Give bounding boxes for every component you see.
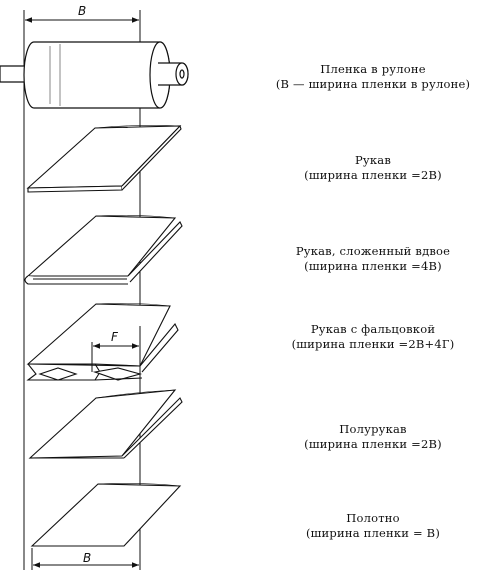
caption-flat-film: Полотно (ширина пленки = В) (262, 511, 484, 541)
sleeve-shape (26, 124, 182, 193)
caption-subtitle: (ширина пленки =4В) (304, 259, 442, 273)
caption-subtitle: (ширина пленки =2В) (304, 437, 442, 451)
caption-gusseted-sleeve: Рукав с фальцовкой (ширина пленки =2В+4Г… (262, 322, 484, 352)
caption-subtitle: (ширина пленки =2В) (304, 168, 442, 182)
caption-subtitle: (ширина пленки =2В+4Г) (291, 337, 455, 351)
caption-subtitle: (В — ширина пленки в рулоне) (275, 77, 471, 91)
film-roll (0, 41, 189, 109)
caption-title: Рукав (354, 153, 392, 167)
caption-title: Пленка в рулоне (320, 62, 426, 76)
bottom-width-label: B (83, 551, 91, 565)
caption-half-sleeve: Полурукав (ширина пленки =2В) (262, 422, 484, 452)
caption-subtitle: (ширина пленки = В) (305, 526, 441, 540)
caption-roll: Пленка в рулоне (В — ширина пленки в рул… (262, 62, 484, 92)
flat-film-shape (30, 483, 182, 547)
half-sleeve-shape (28, 389, 183, 459)
caption-title: Полурукав (339, 422, 407, 436)
fold-width-label: F (111, 330, 119, 344)
caption-title: Рукав с фальцовкой (310, 322, 436, 336)
caption-title: Полотно (346, 511, 400, 525)
caption-folded-sleeve: Рукав, сложенный вдвое (ширина пленки =4… (262, 244, 484, 274)
top-width-label: B (78, 4, 86, 18)
folded-sleeve-shape (24, 215, 183, 285)
caption-sleeve: Рукав (ширина пленки =2В) (262, 153, 484, 183)
gusseted-sleeve-shape (26, 303, 179, 381)
caption-title: Рукав, сложенный вдвое (295, 244, 451, 258)
